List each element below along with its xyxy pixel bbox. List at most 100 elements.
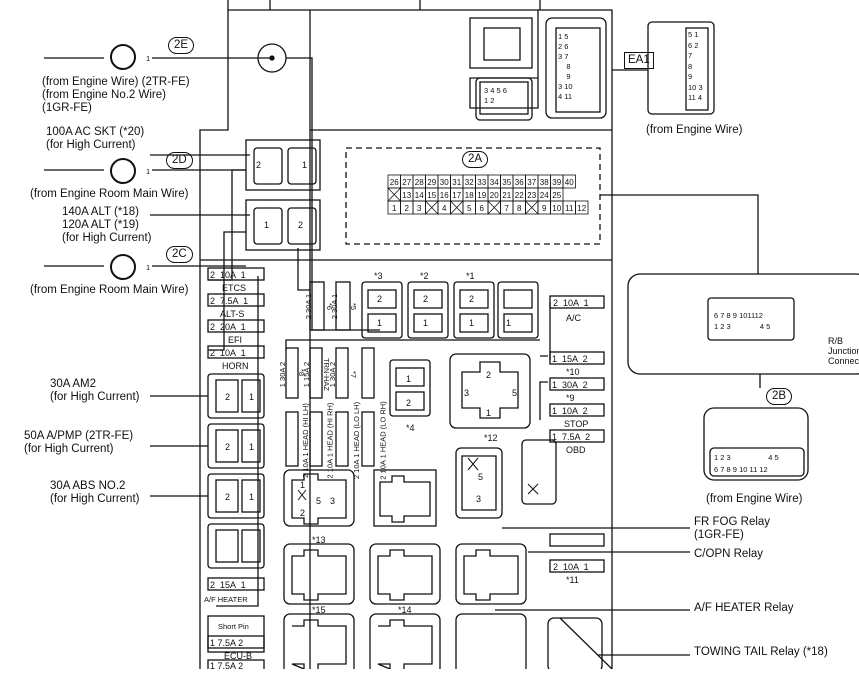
- conn-2a-pin: 21: [502, 191, 511, 200]
- fuse-horn-name: HORN: [222, 361, 249, 371]
- fr-fog-relay-label: FR FOG Relay (1GR-FE): [694, 516, 771, 541]
- conn-2a-pin: 24: [540, 191, 549, 200]
- rb-junction-label: R/B Junction Connect: [828, 336, 859, 366]
- conn-2a-pin: 30: [440, 178, 449, 187]
- conn-2a-pin: 8: [517, 204, 522, 213]
- am2-label: 30A AM2 (for High Current): [50, 378, 140, 403]
- conn-2a-pin: 16: [440, 191, 449, 200]
- fuse-11: 2 10A 1: [553, 562, 589, 572]
- fuse-ecub-name: ECU-B: [224, 651, 253, 661]
- engine-room-main-label-2: (from Engine Room Main Wire): [30, 284, 189, 296]
- conn-2a-pin: 4: [442, 204, 447, 213]
- vfuse-8: 1 30A 2: [278, 361, 288, 388]
- conn-2b-label: 2B: [766, 388, 793, 405]
- conn-2a-pin: 34: [490, 178, 499, 187]
- svg-text:1: 1: [469, 318, 474, 328]
- conn-2a-pin: 23: [527, 191, 536, 200]
- svg-text:5: 5: [512, 388, 517, 398]
- fuse-alts: 2 7.5A 1: [210, 296, 249, 306]
- svg-text:1: 1: [249, 392, 254, 402]
- relay-mark-14: *14: [398, 605, 412, 615]
- conn-2a-pin: 7: [505, 204, 510, 213]
- svg-text:1: 1: [300, 480, 305, 490]
- ea1-connector: [647, 21, 715, 115]
- vfuse-trn: 1 15A 2: [302, 361, 312, 388]
- relay-mark-3: *3: [374, 271, 383, 281]
- fuse-ac-name: A/C: [566, 313, 582, 323]
- vfuse-7-name: *7: [349, 370, 359, 379]
- conn-2a-pin: 26: [390, 178, 399, 187]
- fuse-11-name: *11: [566, 575, 579, 585]
- svg-text:3: 3: [464, 388, 469, 398]
- conn-2d-label: 2D: [166, 152, 193, 169]
- ring-terminal-2e: [110, 44, 136, 70]
- relay-mark-15: *15: [312, 605, 326, 615]
- fuse-ecub-2: 1 7.5A 2: [210, 661, 244, 671]
- fuse-9-name: *9: [566, 393, 575, 403]
- conn-2a-pin: 1: [392, 204, 397, 213]
- top-connector-housing: [469, 17, 533, 69]
- conn-2a-pin: 12: [577, 204, 586, 213]
- conn-2a-blank-mark: [450, 200, 464, 215]
- conn-2a-pin: 2: [405, 204, 410, 213]
- fuse-af-heater: 2 15A 1: [210, 580, 246, 590]
- conn-2a-pin: 19: [477, 191, 486, 200]
- fuse-obd: 1 7.5A 2: [552, 432, 591, 442]
- top-housing-pins: 1 5 2 6 3 7 8 9 3 10 4 11: [558, 32, 573, 101]
- fuse-ecub: 1 7.5A 2: [210, 638, 244, 648]
- engine-room-main-label-1: (from Engine Room Main Wire): [30, 188, 189, 200]
- relay-mark-13: *13: [312, 535, 326, 545]
- fuse-alts-name: ALT-S: [220, 309, 245, 319]
- conn-2e-label: 2E: [168, 37, 195, 54]
- conn-2a-blank-mark: [425, 200, 439, 215]
- pin-label: 1: [146, 167, 151, 176]
- fuse-af-heater-name: A/F HEATER: [204, 595, 248, 604]
- ac-skt-label: 100A AC SKT (*20) (for High Current): [46, 126, 145, 151]
- conn-2a-pin: 17: [452, 191, 461, 200]
- towing-tail-relay-label: TOWING TAIL Relay (*18): [694, 646, 828, 658]
- fuse-etcs-name: ETCS: [222, 283, 247, 293]
- svg-text:1: 1: [423, 318, 428, 328]
- engine-wire-label: (from Engine Wire) (2TR-FE) (from Engine…: [42, 76, 190, 114]
- svg-text:1: 1: [377, 318, 382, 328]
- conn-2a-pin: 5: [467, 204, 472, 213]
- svg-text:2: 2: [225, 492, 230, 502]
- svg-text:1: 1: [406, 374, 411, 384]
- svg-text:1: 1: [506, 318, 511, 328]
- svg-text:2: 2: [486, 370, 491, 380]
- svg-text:2: 2: [377, 294, 382, 304]
- svg-text:2: 2: [256, 160, 261, 170]
- svg-text:1: 1: [249, 442, 254, 452]
- conn-2a-cell: [562, 174, 576, 189]
- vfuse-hl3: 2 10A 1 HEAD (LO LH): [352, 401, 362, 480]
- fuse-horn: 2 10A 1: [210, 348, 246, 358]
- conn-2a-blank-mark: [387, 187, 401, 202]
- copn-relay-label: C/OPN Relay: [694, 548, 764, 560]
- svg-text:2: 2: [298, 220, 303, 230]
- conn-2a-pin: 32: [465, 178, 474, 187]
- vfuse-hl4: 2 10A 1 HEAD (LO RH): [378, 401, 388, 480]
- af-heater-relay-label: A/F HEATER Relay: [694, 602, 794, 614]
- svg-text:5: 5: [316, 496, 321, 506]
- conn-2a-pin: 27: [402, 178, 411, 187]
- conn-2a-pin: 9: [542, 204, 547, 213]
- fuse-efi: 2 20A 1: [210, 322, 246, 332]
- svg-text:2: 2: [423, 294, 428, 304]
- vfuse-hl2: 2 10A 1 HEAD (HI RH): [325, 402, 335, 479]
- vfuse-7: 1 30A 2: [328, 361, 338, 388]
- vfuse-6: 2 30A 1: [304, 293, 314, 320]
- conn-2a-pin: 18: [465, 191, 474, 200]
- conn-2a-cell: [575, 200, 589, 215]
- fuse-stop-name: STOP: [564, 419, 589, 429]
- svg-text:2: 2: [225, 442, 230, 452]
- conn-2a-pin: 25: [552, 191, 561, 200]
- conn-2a-pin: 15: [427, 191, 436, 200]
- conn-2a-pin: 40: [565, 178, 574, 187]
- conn-2b-pins: 1 2 3 4 5 6 7 8 9 10 11 12: [714, 453, 779, 474]
- fuse-9: 1 30A 2: [552, 380, 588, 390]
- fuse-efi-name: EFI: [228, 335, 243, 345]
- conn-2a-pin: 29: [427, 178, 436, 187]
- fuse-10-name: *10: [566, 367, 580, 377]
- from-engine-wire-ea1: (from Engine Wire): [646, 124, 743, 136]
